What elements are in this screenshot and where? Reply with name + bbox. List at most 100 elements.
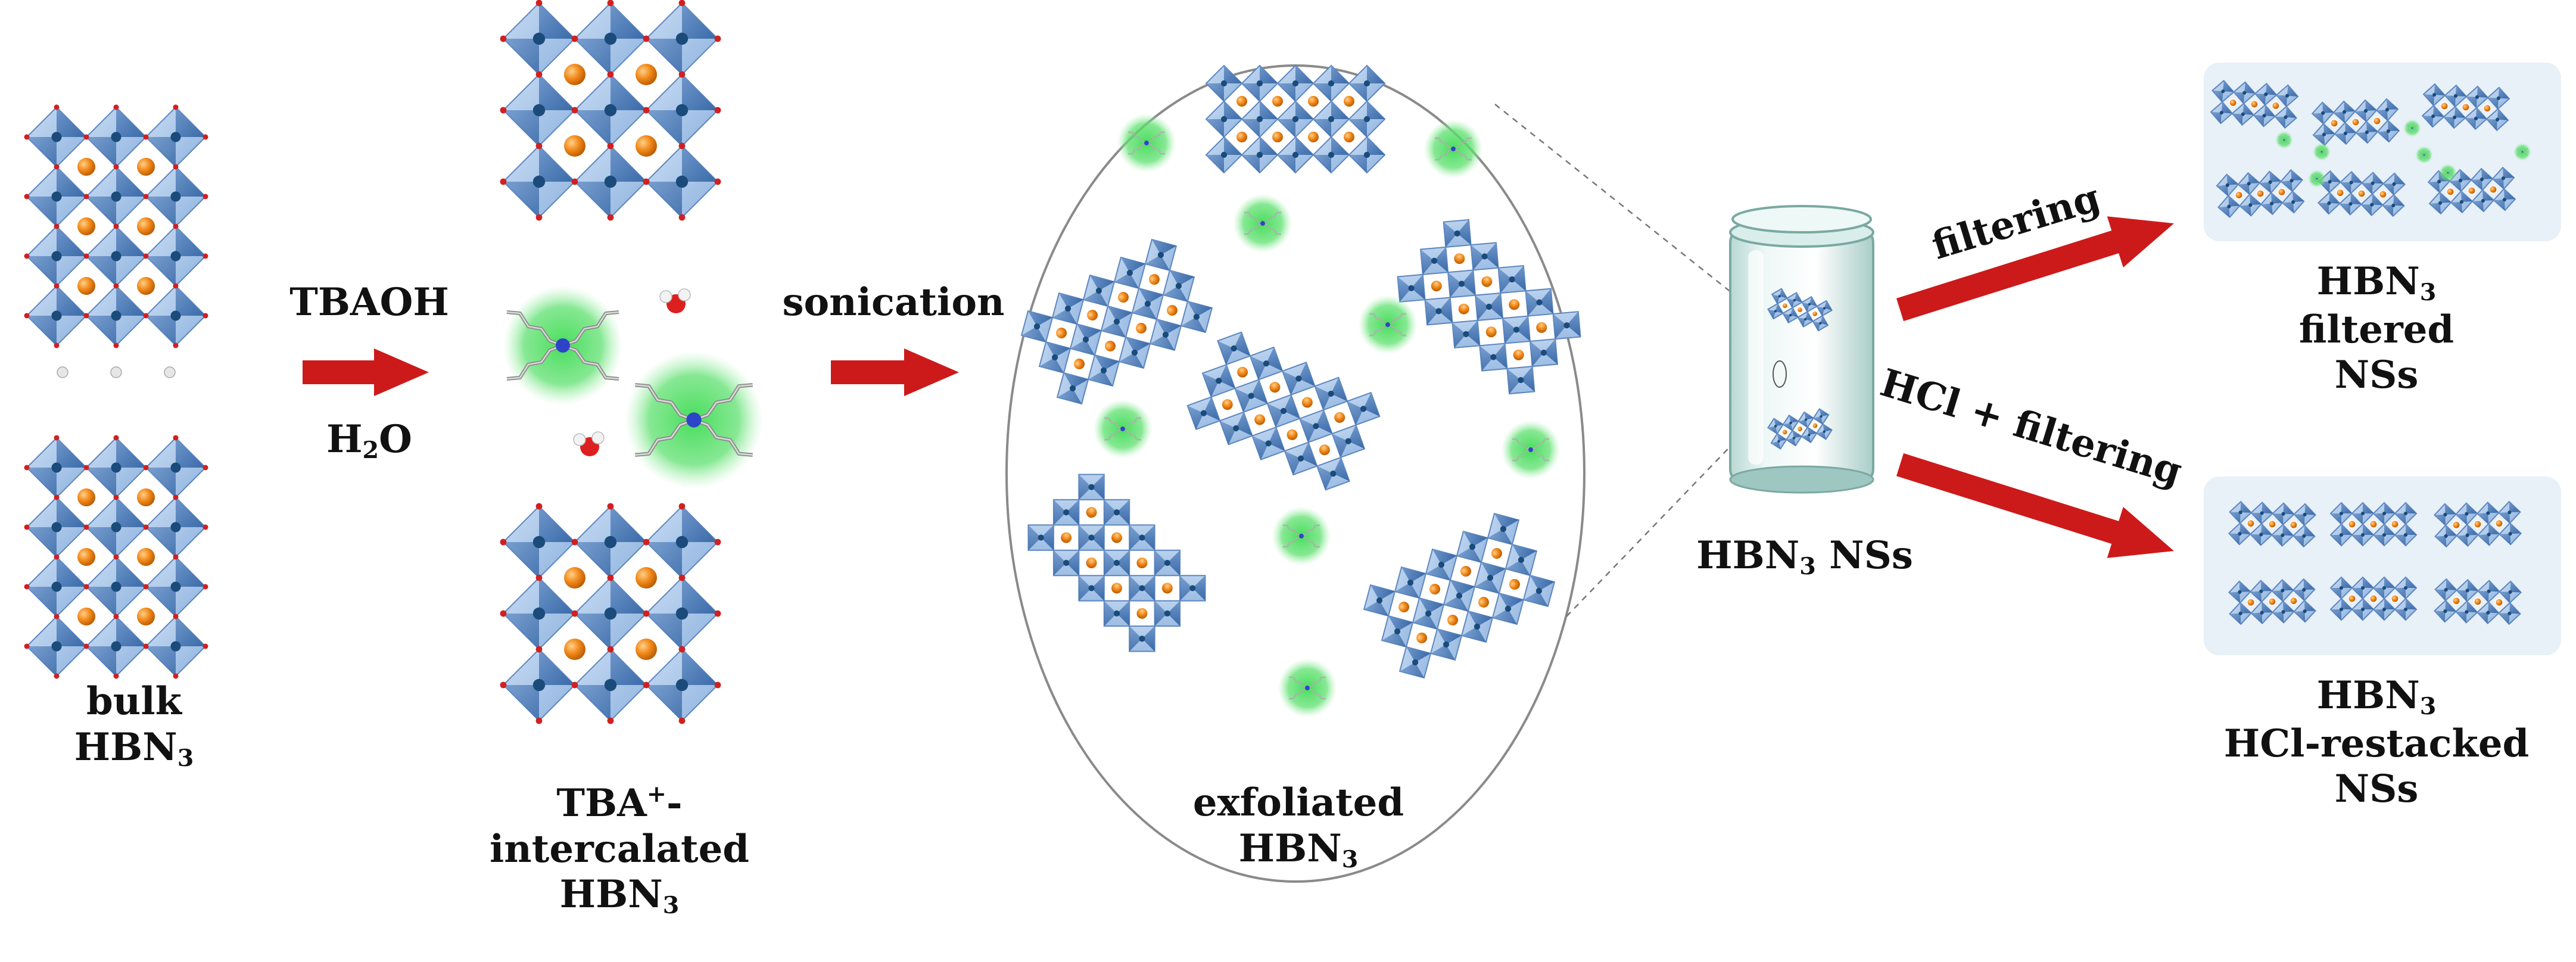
oxygen-atom [643, 538, 650, 546]
octahedron-face [1120, 257, 1145, 273]
octahedron-face [2493, 178, 2504, 189]
octahedron-face [2373, 513, 2384, 524]
vial-label: HBN3 NSs [1668, 533, 1942, 581]
oxygen-atom [500, 610, 507, 617]
metal-center [1456, 592, 1463, 599]
octahedron-face [2466, 601, 2478, 612]
metal-center [1139, 534, 1145, 541]
octahedron-face [1406, 646, 1431, 662]
octahedron-face [1088, 370, 1113, 386]
tba-text: TBA [556, 780, 647, 826]
metal-center [2238, 532, 2242, 536]
octahedron-face [2282, 524, 2294, 536]
metal-center [675, 678, 689, 692]
a-cation [1086, 507, 1097, 518]
metal-center [1394, 628, 1401, 635]
a-cation [636, 135, 657, 157]
a-cation [2290, 597, 2297, 605]
water-hydrogen [678, 288, 691, 301]
octahedron-face [2287, 85, 2298, 97]
tba-cation [1278, 658, 1337, 718]
metal-center [1328, 151, 1335, 158]
metal-center [1360, 406, 1367, 412]
oxygen-atom [643, 35, 650, 42]
octahedron-face [503, 542, 539, 578]
perovskite-slab [2216, 169, 2305, 219]
metal-center [1095, 287, 1102, 294]
butyl-chain-highlight [1288, 687, 1308, 699]
oxygen-atom [24, 253, 30, 259]
butyl-chain-highlight [2522, 151, 2528, 155]
octahedron-face [1566, 312, 1581, 337]
metal-center [1220, 151, 1228, 158]
butyl-chain-highlight [2316, 175, 2323, 179]
octahedron-face [1317, 466, 1334, 490]
metal-center [111, 132, 122, 142]
metal-center [2382, 586, 2387, 590]
metal-center [532, 536, 546, 549]
metal-center [1131, 349, 1138, 356]
a-cation [636, 64, 657, 85]
a-cation [1491, 548, 1502, 559]
a-cation [1117, 292, 1129, 303]
restacked-label-line2: HCl-restacked [2223, 721, 2530, 766]
bulk-formula-sub: 3 [177, 744, 194, 772]
perovskite-slab [2210, 79, 2299, 129]
water-hydrogen [573, 433, 586, 446]
octahedron-face [27, 137, 57, 167]
octahedron-face [2218, 206, 2230, 217]
a-cation [2447, 188, 2454, 195]
octahedron-face [2331, 588, 2341, 599]
octahedron-face [1479, 345, 1494, 371]
arrow-shape [1896, 453, 2174, 558]
octahedron-face [1502, 318, 1516, 344]
octahedron-face [503, 614, 539, 649]
octahedron-face [1805, 312, 1813, 322]
perovskite-slab [1186, 331, 1381, 491]
octahedron-face [1041, 525, 1054, 550]
octahedron-face [2394, 173, 2405, 185]
metal-center [2281, 610, 2285, 614]
octahedron-face [1066, 550, 1079, 576]
octahedron-face [2372, 194, 2383, 206]
metal-center [1376, 597, 1383, 604]
octahedron-face [2422, 116, 2434, 127]
metal-center [1789, 313, 1792, 317]
oxygen-atom [678, 71, 686, 78]
octahedron-face [2428, 181, 2440, 192]
filtered-label-line2: filtered [2298, 307, 2454, 352]
metal-center [1443, 641, 1450, 648]
perovskite-slab [2434, 500, 2522, 548]
metal-center [1820, 415, 1823, 418]
octahedron-face [1425, 300, 1439, 325]
metal-center [2443, 512, 2447, 516]
metal-center [2391, 203, 2396, 207]
oxygen-atom [173, 283, 179, 289]
octahedron-face [1046, 342, 1071, 357]
butyl-chain-highlight [2516, 151, 2523, 155]
butyl-chain-highlight [1387, 324, 1407, 336]
vial-bottom [1729, 465, 1874, 494]
octahedron-face [2312, 113, 2324, 124]
octahedron-face [1301, 442, 1317, 466]
octahedron-face [1053, 499, 1067, 525]
metal-center [1220, 116, 1228, 123]
metal-center [2487, 533, 2491, 537]
a-cation [2247, 520, 2254, 527]
a-cation [1105, 340, 1116, 351]
octahedron-face [2456, 611, 2467, 623]
a-cation [137, 217, 155, 235]
octahedron-face [1462, 626, 1486, 642]
octahedron-face [1475, 295, 1489, 320]
octahedron-face [2476, 107, 2487, 119]
oxygen-atom [143, 524, 149, 530]
metal-center [2360, 533, 2365, 537]
octahedron-face [1167, 550, 1180, 576]
octahedron-face [2352, 588, 2363, 599]
metal-center [1139, 636, 1145, 642]
octahedron-face [1413, 614, 1438, 629]
oxygen-atom [54, 614, 60, 619]
octahedron-face [2487, 119, 2497, 130]
octahedron-face [1079, 575, 1092, 601]
metal-center [1069, 385, 1076, 392]
